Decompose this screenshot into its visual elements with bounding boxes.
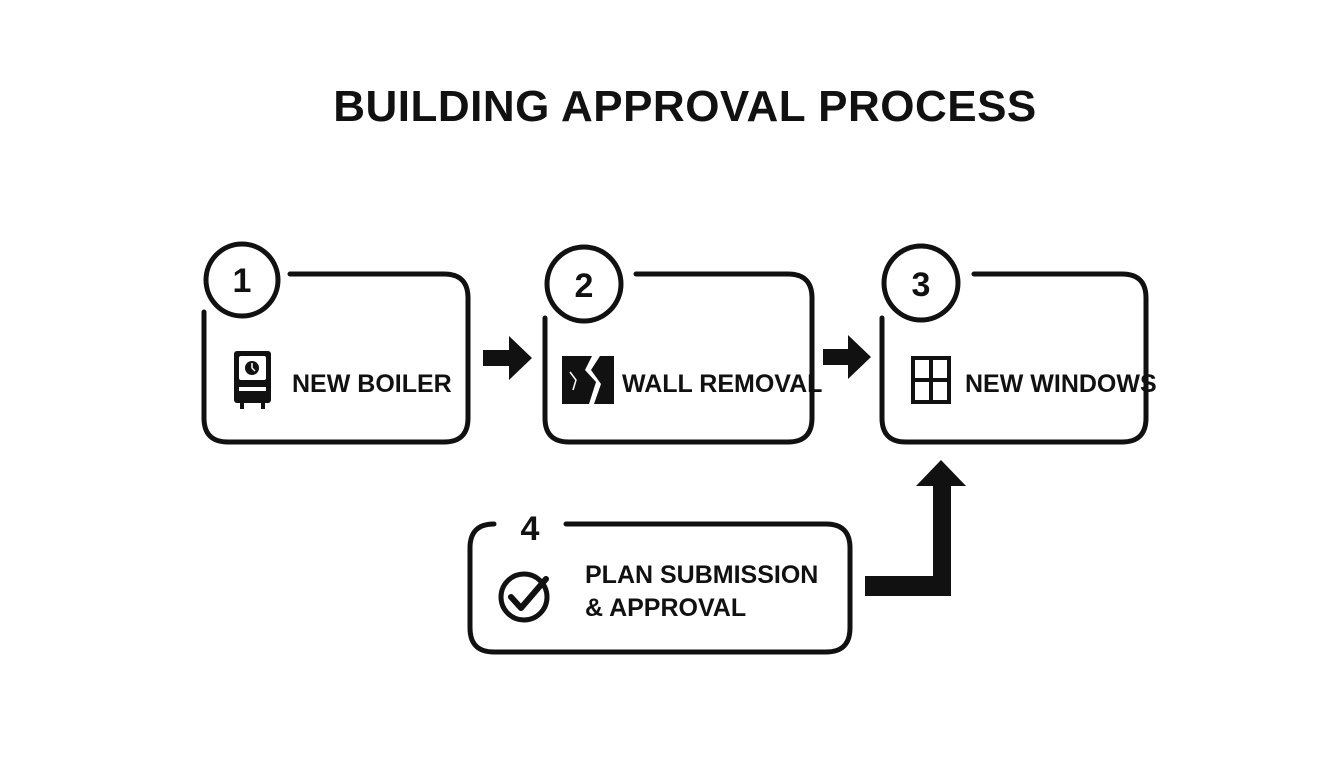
step-2-label: WALL REMOVAL — [622, 370, 822, 398]
step-1-label: NEW BOILER — [292, 370, 452, 398]
step-1-number: 1 — [233, 262, 252, 300]
check-circle-icon — [498, 571, 550, 623]
arrow-1-to-2 — [483, 336, 532, 380]
step-2-box: 2 WALL REMOVAL — [542, 244, 822, 445]
step-4-box: 4 PLAN SUBMISSION & APPROVAL — [467, 510, 853, 655]
arrow-4-to-3 — [865, 460, 966, 596]
step-4-label-line1: PLAN SUBMISSION — [585, 561, 818, 589]
step-4-number: 4 — [521, 510, 540, 548]
step-3-number: 3 — [912, 266, 931, 304]
window-icon — [911, 356, 951, 404]
step-4-label-line2: & APPROVAL — [585, 594, 746, 622]
step-2-number-circle — [544, 244, 624, 324]
step-1-number-circle — [203, 241, 281, 319]
arrow-2-to-3 — [823, 335, 871, 379]
boiler-icon — [234, 351, 271, 409]
step-3-box: 3 NEW WINDOWS — [879, 243, 1157, 445]
step-1-box: 1 NEW BOILER — [201, 241, 471, 445]
step-3-number-circle — [881, 243, 961, 323]
step-2-number: 2 — [575, 267, 594, 305]
diagram-title: BUILDING APPROVAL PROCESS — [333, 82, 1037, 131]
step-3-label: NEW WINDOWS — [965, 370, 1157, 398]
cracked-wall-icon — [562, 356, 614, 404]
